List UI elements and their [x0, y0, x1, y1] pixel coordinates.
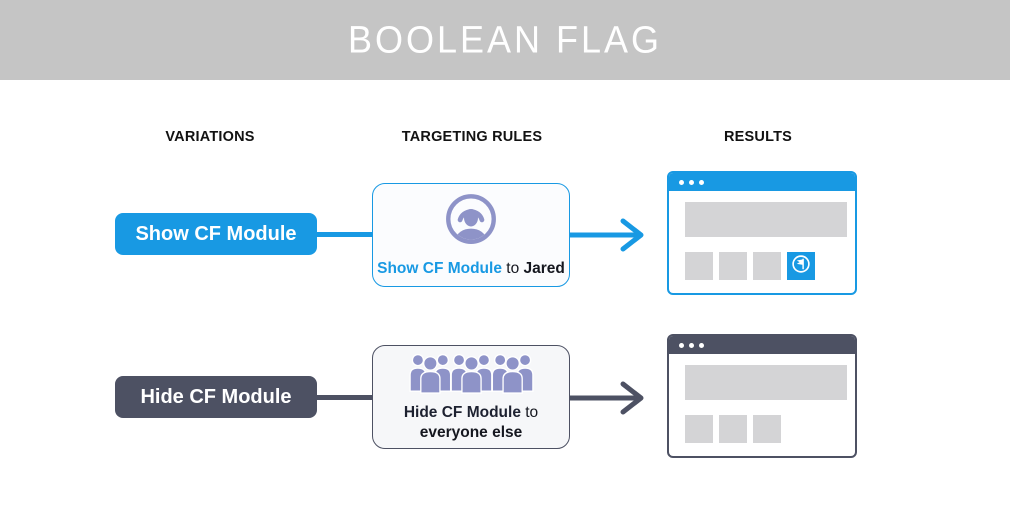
browser-mockup-module-hidden: [667, 334, 857, 458]
column-label-targeting-rules: TARGETING RULES: [401, 129, 543, 145]
rule-target: Jared: [523, 259, 565, 277]
targeting-rule-box-show: Show CF Module to Jared: [372, 183, 570, 287]
window-dot-icon: [699, 342, 704, 348]
crowd-icon: [408, 351, 535, 400]
placeholder-banner: [685, 365, 847, 400]
placeholder-tile: [719, 252, 747, 280]
cf-module-tile: [787, 252, 815, 280]
user-circle-icon: [443, 191, 499, 252]
flag-circle-icon: [790, 253, 812, 280]
rule-target: everyone else: [419, 424, 523, 441]
browser-content: [669, 191, 855, 280]
page-title: BOOLEAN FLAG: [347, 17, 663, 61]
connector-line-hide: [317, 395, 373, 400]
placeholder-tiles: [685, 415, 844, 443]
browser-titlebar: [669, 336, 855, 354]
browser-content: [669, 354, 855, 443]
variation-pill-show-cf-module: Show CF Module: [115, 213, 317, 255]
rule-flag-name: Show CF Module: [377, 259, 502, 277]
rule-text-show: Show CF Module to Jared: [377, 259, 565, 279]
placeholder-tile: [685, 252, 713, 280]
arrow-show: [570, 215, 650, 255]
window-dot-icon: [689, 179, 694, 185]
column-label-variations: VARIATIONS: [165, 129, 255, 145]
rule-connector-word: to: [520, 403, 539, 421]
rule-flag-name: Hide CF Module: [403, 403, 521, 421]
rule-connector-word: to: [501, 259, 524, 277]
column-label-results: RESULTS: [724, 129, 792, 145]
targeting-rule-box-hide: Hide CF Module to everyone else: [372, 345, 570, 449]
browser-titlebar: [669, 173, 855, 191]
placeholder-tile: [753, 415, 781, 443]
placeholder-tile: [719, 415, 747, 443]
window-dot-icon: [699, 179, 704, 185]
placeholder-tiles: [685, 252, 844, 280]
window-dot-icon: [679, 179, 684, 185]
placeholder-banner: [685, 202, 847, 237]
window-dot-icon: [679, 342, 684, 348]
browser-mockup-module-shown: [667, 171, 857, 295]
placeholder-tile: [685, 415, 713, 443]
window-dot-icon: [689, 342, 694, 348]
rule-text-hide: Hide CF Module to everyone else: [404, 403, 538, 444]
connector-line-show: [317, 232, 373, 237]
placeholder-tile: [753, 252, 781, 280]
variation-pill-hide-cf-module: Hide CF Module: [115, 376, 317, 418]
header-bar: BOOLEAN FLAG: [0, 0, 1010, 80]
arrow-hide: [570, 378, 650, 418]
